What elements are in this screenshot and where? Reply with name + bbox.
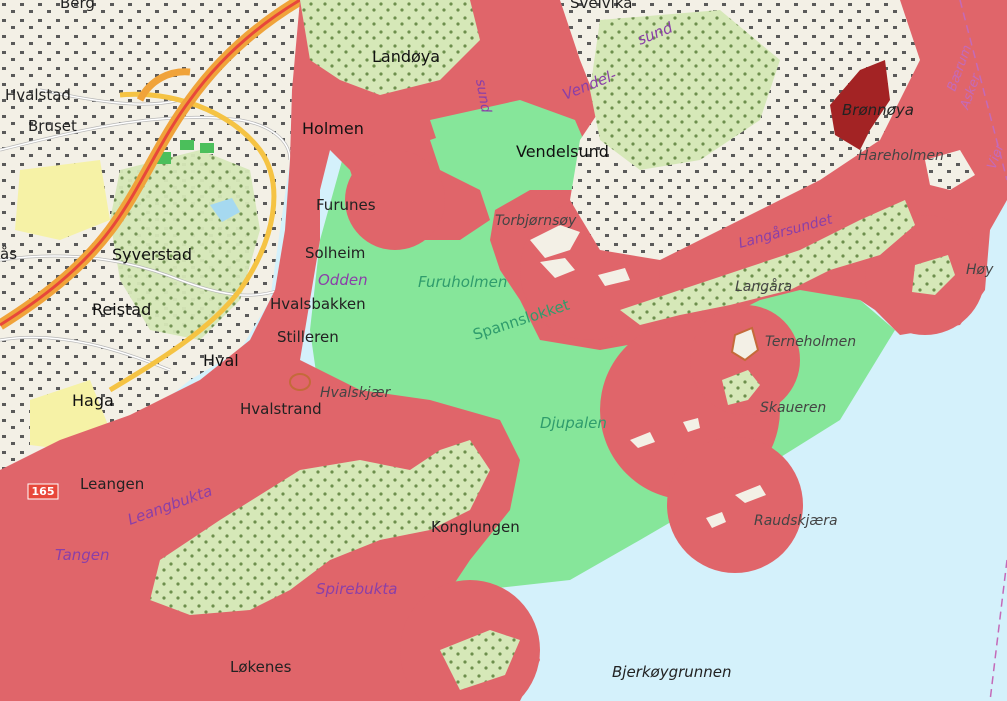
place-label-hvalsbakken: Hvalsbakken [270, 295, 366, 313]
place-label-leangen: Leangen [80, 475, 144, 493]
island-label-langara: Langåra [735, 278, 792, 295]
road-number-label: 165 [32, 485, 55, 498]
island-label-hareholmen: Hareholmen [858, 148, 944, 164]
island-raudskjaera-2 [706, 512, 726, 528]
island-konglungen [150, 440, 490, 615]
place-label-hvalstad: Hvalstad [5, 86, 71, 104]
highway-ramp [136, 68, 191, 102]
place-label-svelvika: Svelvika [570, 0, 632, 12]
farmland [15, 160, 110, 240]
island-djupalen-2 [683, 418, 700, 432]
island-hoy [912, 255, 955, 295]
place-label-reistad: Reistad [92, 300, 151, 319]
place-label-haga: Haga [72, 391, 114, 410]
island-label-raudskjaera: Raudskjæra [754, 513, 838, 529]
map-labels: Berg Landøya Svelvika sund Vendel- sund … [0, 0, 1007, 681]
highway-core [0, 0, 301, 327]
island-djupalen-1 [630, 432, 655, 448]
island-langara [620, 200, 915, 325]
lake [210, 198, 240, 222]
water-label-bjerkoygrunnen: Bjerkøygrunnen [612, 663, 732, 681]
island-label-skaueren: Skaueren [760, 400, 826, 416]
water-label-spirebukta: Spirebukta [316, 580, 397, 598]
island-spann [598, 268, 630, 286]
water-label-tangen: Tangen [55, 546, 110, 564]
place-label-hval: Hval [203, 351, 239, 370]
road-number-shield: 165 [27, 483, 59, 500]
place-label-lokenes: Løkenes [230, 658, 292, 676]
place-label-bruset: Bruset [28, 117, 77, 135]
island-label-bronnoya: Brønnøya [842, 101, 914, 119]
island-landoya [300, 0, 480, 95]
place-label-stilleren: Stilleren [277, 328, 339, 346]
hvalskjaer-rock [289, 373, 312, 391]
island-torbjornsoy [530, 225, 580, 258]
water-label-odden: Odden [318, 271, 368, 289]
sports-field [200, 143, 214, 153]
secondary-road [108, 91, 277, 393]
place-label-syverstad: Syverstad [112, 245, 192, 264]
island-raudskjaera-1 [735, 485, 766, 503]
island-label-torbjornsoy: Torbjørnsøy [495, 213, 577, 229]
place-label-landoya: Landøya [372, 47, 440, 66]
green-label-djupalen: Djupalen [540, 414, 607, 432]
place-label-solheim: Solheim [305, 244, 365, 262]
island-terneholmen [730, 326, 760, 362]
place-label-vendelsund: Vendelsund [516, 142, 609, 161]
island-label-hoy: Høy [966, 262, 994, 278]
place-label-berg: Berg [60, 0, 95, 12]
island-label-terneholmen: Terneholmen [765, 334, 856, 350]
island-hareholmen [925, 150, 975, 190]
island-skaueren [722, 370, 760, 405]
green-label-furuholmen: Furuholmen [418, 273, 507, 291]
municipal-border [959, 0, 1007, 181]
island-label-hvalskjaer: Hvalskjær [320, 385, 392, 401]
place-label-hvalstrand: Hvalstrand [240, 400, 322, 418]
water-label-sund: sund [472, 78, 494, 114]
island-bjerkoy-tip [440, 630, 520, 690]
bronnoya-zone [830, 60, 890, 150]
island-torbjornsoy-2 [540, 258, 575, 278]
forest-vendelsund [590, 10, 780, 170]
municipal-border [989, 559, 1007, 701]
green-inlet [430, 100, 590, 190]
place-label-holmen: Holmen [302, 119, 364, 138]
place-label-vier: Vier [985, 140, 1007, 171]
place-label-furunes: Furunes [316, 196, 376, 214]
place-label-konglungen: Konglungen [431, 518, 520, 536]
sports-field [180, 140, 194, 150]
place-label-as: ås [0, 245, 17, 263]
